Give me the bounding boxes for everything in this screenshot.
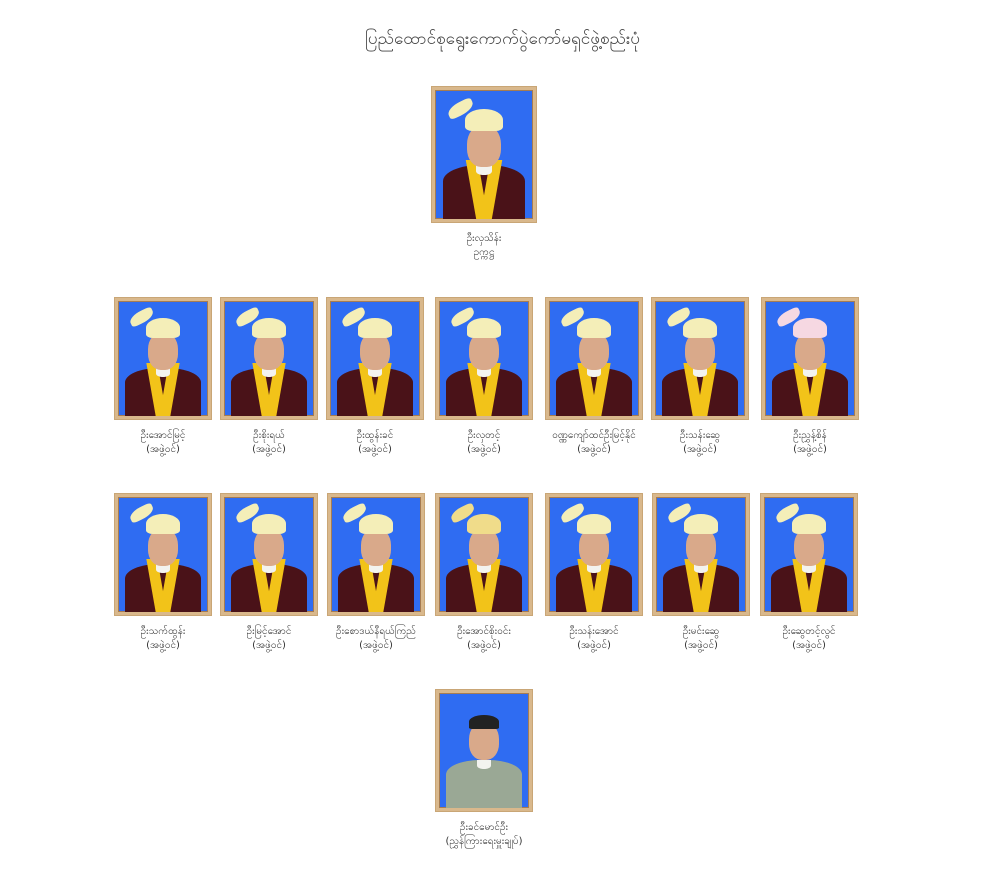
hair-shape (468, 714, 500, 729)
member-card: ဦးစိုးရယ် (အဖွဲ့ဝင်) (214, 298, 324, 457)
member-role: (အဖွဲ့ဝင်) (359, 640, 393, 651)
member-name: ဦးမင်းဆွေ (682, 626, 720, 637)
member-role: (အဖွဲ့ဝင်) (792, 640, 826, 651)
member-card: ဦးမြင့်အောင် (အဖွဲ့ဝင်) (214, 494, 324, 653)
member-name: ဦးသန်းဆွေ (679, 430, 721, 441)
member-card: ဦးသန်းအောင် (အဖွဲ့ဝင်) (539, 494, 649, 653)
member-photo (115, 494, 211, 615)
member-photo (115, 298, 211, 419)
member-photo (327, 298, 423, 419)
member-photo (652, 298, 748, 419)
member-role: (အဖွဲ့ဝင်) (252, 640, 286, 651)
member-role: (ညွှန်ကြားရေးမှူးချုပ်) (445, 836, 523, 847)
secretary-card: ဦးခင်မောင်ဦး (ညွှန်ကြားရေးမှူးချုပ်) (429, 690, 539, 849)
member-card: ဦးဆွေတင့်လွင် (အဖွဲ့ဝင်) (754, 494, 864, 653)
member-name: ဦးထွန်းခင် (356, 430, 394, 441)
headdress-shape (465, 109, 503, 132)
member-photo (546, 298, 642, 419)
member-photo (221, 298, 317, 419)
member-photo (653, 494, 749, 615)
member-photo (436, 494, 532, 615)
member-name: ဦးခင်မောင်ဦး (459, 822, 509, 833)
member-photo (436, 298, 532, 419)
member-card: ဦးစောဒယ်နီရယ်ကြည် (အဖွဲ့ဝင်) (321, 494, 431, 653)
chairman-photo (432, 87, 536, 222)
member-role: (အဖွဲ့ဝင်) (684, 640, 718, 651)
member-card: ဝဏ္ဏကျော်ထင်ဦးမြင့်နိုင် (အဖွဲ့ဝင်) (539, 298, 649, 457)
member-card: ဦးလှတင့် (အဖွဲ့ဝင်) (429, 298, 539, 457)
member-name: ဦးစိုးရယ် (253, 430, 285, 441)
member-card: ဦးထွန်းခင် (အဖွဲ့ဝင်) (320, 298, 430, 457)
member-card: ဦးအောင်စိုးဝင်း (အဖွဲ့ဝင်) (429, 494, 539, 653)
member-name: ဦးသက်ထွန်း (140, 626, 186, 637)
member-name: ဦးစောဒယ်နီရယ်ကြည် (336, 626, 416, 637)
member-name: ဦးအောင်မြင့် (140, 430, 186, 441)
member-role: (အဖွဲ့ဝင်) (146, 640, 180, 651)
member-role: (အဖွဲ့ဝင်) (467, 640, 501, 651)
member-role: (အဖွဲ့ဝင်) (577, 444, 611, 455)
member-role: (အဖွဲ့ဝင်) (793, 444, 827, 455)
member-photo (328, 494, 424, 615)
member-card: ဦးအောင်မြင့် (အဖွဲ့ဝင်) (108, 298, 218, 457)
member-card: ဦးသက်ထွန်း (အဖွဲ့ဝင်) (108, 494, 218, 653)
member-role: (အဖွဲ့ဝင်) (358, 444, 392, 455)
member-name: ဦးဆွေတင့်လွင် (782, 626, 836, 637)
face-shape (467, 124, 501, 168)
secretary-photo (436, 690, 532, 811)
collar-shape (476, 164, 492, 176)
member-role: (အဖွဲ့ဝင်) (146, 444, 180, 455)
member-name: ဦးမြင့်အောင် (246, 626, 292, 637)
member-role: (အဖွဲ့ဝင်) (577, 640, 611, 651)
member-role: (အဖွဲ့ဝင်) (252, 444, 286, 455)
chairman-card: ဦးလှသိန်း ဥက္ကဋ္ဌ (429, 87, 539, 260)
member-card: ဦးမင်းဆွေ (အဖွဲ့ဝင်) (646, 494, 756, 653)
member-name: ဦးလှသိန်း (466, 233, 502, 244)
member-name: ဝဏ္ဏကျော်ထင်ဦးမြင့်နိုင် (552, 430, 636, 441)
member-role: (အဖွဲ့ဝင်) (467, 444, 501, 455)
member-role: (အဖွဲ့ဝင်) (683, 444, 717, 455)
member-name: ဦးသန်းအောင် (569, 626, 619, 637)
member-photo (762, 298, 858, 419)
member-name: ဦးအောင်စိုးဝင်း (457, 626, 511, 637)
page-title: ပြည်ထောင်စုရွေးကောက်ပွဲကော်မရှင်ဖွဲ့စည်း… (365, 29, 640, 49)
member-name: ဦးလှတင့် (467, 430, 501, 441)
member-photo (546, 494, 642, 615)
member-card: ဦးသန်းဆွေ (အဖွဲ့ဝင်) (645, 298, 755, 457)
collar-shape (476, 759, 492, 769)
member-role: ဥက္ကဋ္ဌ (473, 247, 495, 258)
member-card: ဦးညွှန့်စိန် (အဖွဲ့ဝင်) (755, 298, 865, 457)
member-photo (761, 494, 857, 615)
member-name: ဦးညွှန့်စိန် (793, 430, 827, 441)
member-photo (221, 494, 317, 615)
